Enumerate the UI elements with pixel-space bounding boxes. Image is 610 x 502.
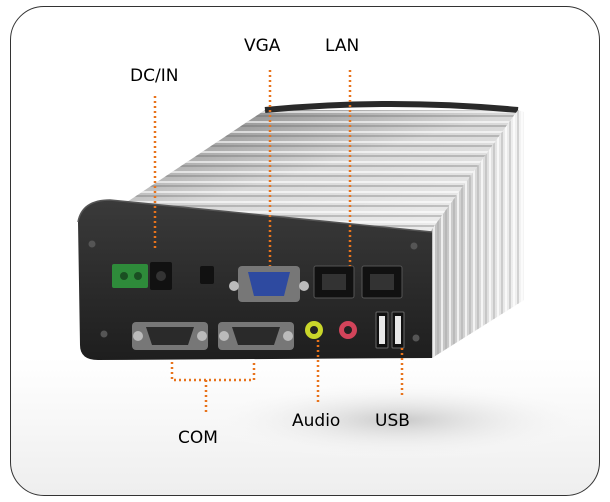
heatsink-top xyxy=(100,101,519,232)
floor-shadow xyxy=(200,380,600,460)
vga-port xyxy=(229,266,309,302)
leader-lines xyxy=(153,70,404,414)
com-port xyxy=(132,322,294,350)
screw-icon xyxy=(412,334,420,342)
dc-in-label: DC/IN xyxy=(130,66,179,86)
usb-port xyxy=(375,311,405,349)
lan-port xyxy=(313,265,403,299)
com-label: COM xyxy=(178,428,218,448)
screw-icon xyxy=(88,240,96,248)
heatsink-side xyxy=(430,110,524,358)
screw-icon xyxy=(410,242,418,250)
audio-label: Audio xyxy=(292,411,341,431)
com-leader-bracket xyxy=(170,362,256,382)
audio-port xyxy=(305,321,357,339)
usb-label: USB xyxy=(375,411,410,431)
screw-icon xyxy=(100,330,108,338)
vga-label: VGA xyxy=(244,36,281,56)
lan-label: LAN xyxy=(325,36,360,56)
dc-in-port xyxy=(112,262,214,290)
